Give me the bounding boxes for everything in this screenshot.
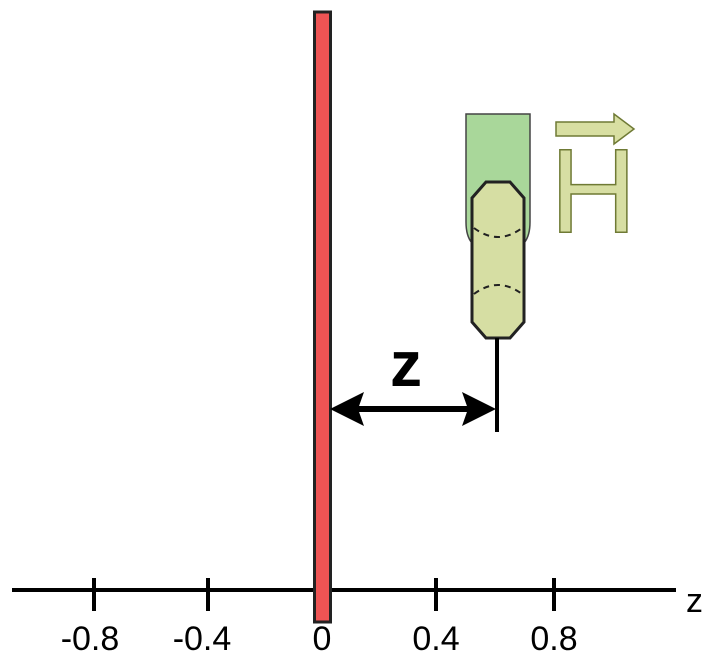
field-arrow-shape — [555, 112, 636, 146]
probe-tip — [470, 180, 526, 340]
axis-tick-labels: -0.8 -0.4 0 0.4 0.8 — [61, 620, 578, 658]
axis-name: z — [686, 582, 703, 620]
tick-label: -0.8 — [61, 620, 120, 658]
tick-label: 0.4 — [412, 620, 459, 658]
distance-arrow-head-right — [462, 392, 496, 426]
tip-dashed-section-lower — [473, 284, 523, 295]
field-label: H — [550, 124, 637, 258]
tick-label: 0.8 — [530, 620, 577, 658]
field-arrow — [555, 112, 636, 146]
distance-label: z — [390, 328, 422, 400]
distance-arrow-head-left — [330, 392, 364, 426]
distance-arrow — [330, 392, 496, 426]
tick-label: 0 — [313, 620, 332, 658]
tip-dashed-section-upper — [473, 227, 523, 238]
tick-label: -0.4 — [173, 620, 232, 658]
surface-interface — [313, 10, 332, 624]
tip-body — [470, 180, 526, 340]
